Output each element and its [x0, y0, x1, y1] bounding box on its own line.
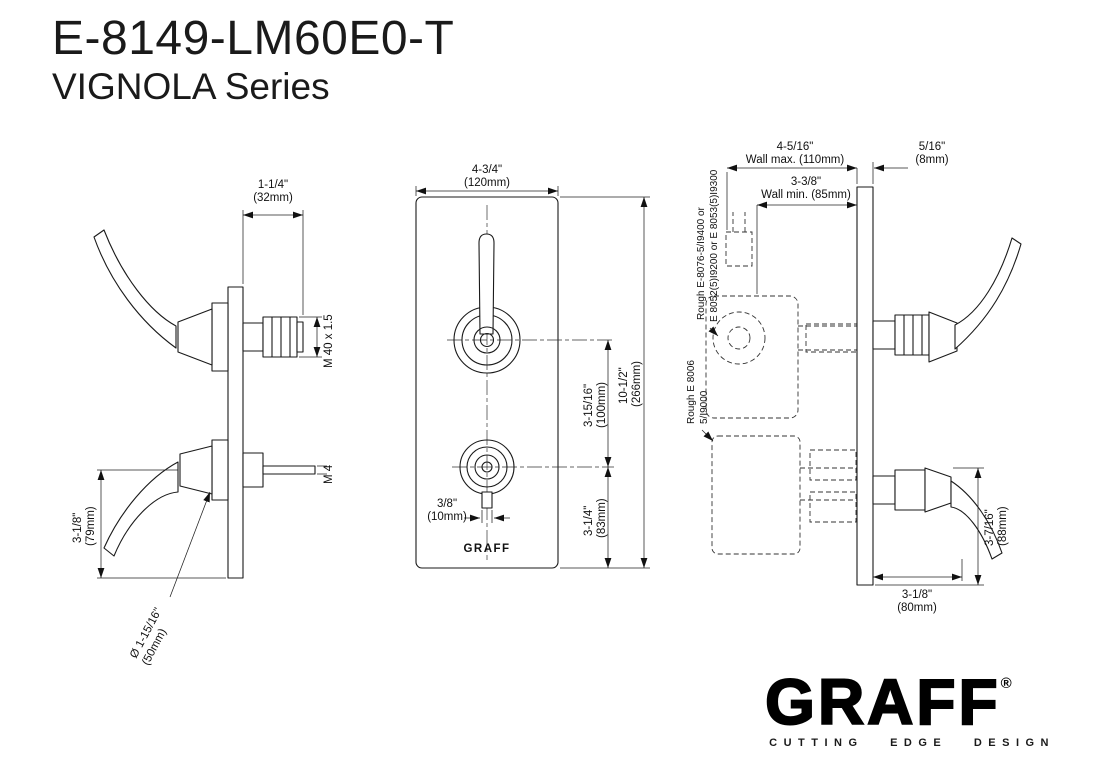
dim-wall-min-in: 3-3/8" [791, 176, 821, 188]
dim-plate-mm: (8mm) [915, 154, 948, 166]
rough-label-b1: Rough E 8006 [686, 360, 697, 424]
dim-offset-mm: (10mm) [427, 511, 467, 523]
graff-logo: GRAFF® CUTTING EDGE DESIGN [764, 669, 1055, 749]
registered-mark: ® [1000, 675, 1012, 692]
drawing-header: E-8149-LM60E0-T VIGNOLA Series [52, 12, 455, 108]
brand-tagline: CUTTING EDGE DESIGN [769, 737, 1055, 749]
brand-text: GRAFF [764, 666, 1001, 738]
dim-wall-min-label: Wall min. (85mm) [761, 189, 851, 201]
dim-offset-in: 3/8" [437, 498, 457, 510]
rough-in-valve-dashed [705, 212, 858, 555]
series-name: VIGNOLA Series [52, 66, 330, 108]
dim-stem-in: 1-1/4" [258, 179, 288, 191]
left-view-dimensions: 1-1/4" (32mm) M 40 x 1.5 M 4 3-1/8" (79m… [72, 179, 335, 667]
screw-label: M 4 [323, 464, 335, 484]
dim-wall-max-label: Wall max. (110mm) [746, 154, 845, 166]
dim-depth-mm: (80mm) [897, 602, 937, 614]
dim-wall-max-in: 4-5/16" [777, 141, 814, 153]
plate-brand-mark: GRAFF [463, 543, 510, 555]
rough-label-b2: 5/I9000 [699, 390, 710, 424]
left-side-view [93, 229, 316, 579]
dim-drop-in: 3-1/8" [72, 513, 84, 543]
model-number: E-8149-LM60E0-T [52, 12, 455, 65]
dim-depth-in: 3-1/8" [902, 589, 932, 601]
rough-label-a1: Rough E-8076-5/I9400 or [696, 206, 707, 320]
dim-drop-mm: (79mm) [85, 506, 97, 546]
dim-width-mm: (120mm) [464, 177, 510, 189]
dim-centers-in: 3-15/16" [583, 384, 595, 427]
dim-lower-in: 3-1/4" [583, 506, 595, 536]
dim-handle-mm: (88mm) [997, 506, 1009, 546]
dim-lower-mm: (83mm) [596, 498, 608, 538]
front-view-controls [453, 233, 521, 509]
dim-height-in: 10-1/2" [618, 367, 630, 404]
dim-handle-in: 3-7/16" [984, 509, 996, 546]
dim-height-mm: (266mm) [631, 361, 643, 407]
thread-label: M 40 x 1.5 [323, 314, 335, 368]
dim-plate-in: 5/16" [919, 141, 945, 153]
side-view-dimensions: 4-5/16" Wall max. (110mm) 5/16" (8mm) 3-… [686, 141, 1009, 614]
brand-wordmark: GRAFF® [764, 669, 1055, 735]
dim-centers-mm: (100mm) [596, 382, 608, 428]
dim-stem-mm: (32mm) [253, 192, 293, 204]
dim-width-in: 4-3/4" [472, 164, 502, 176]
installed-side-view [856, 186, 1022, 586]
front-view-dimensions: 4-3/4" (120mm) 10-1/2" (266mm) 3-15/16" … [415, 164, 650, 569]
rough-label-a2: E 8052(5)I9200 or E 8053(5)I9300 [709, 169, 720, 322]
